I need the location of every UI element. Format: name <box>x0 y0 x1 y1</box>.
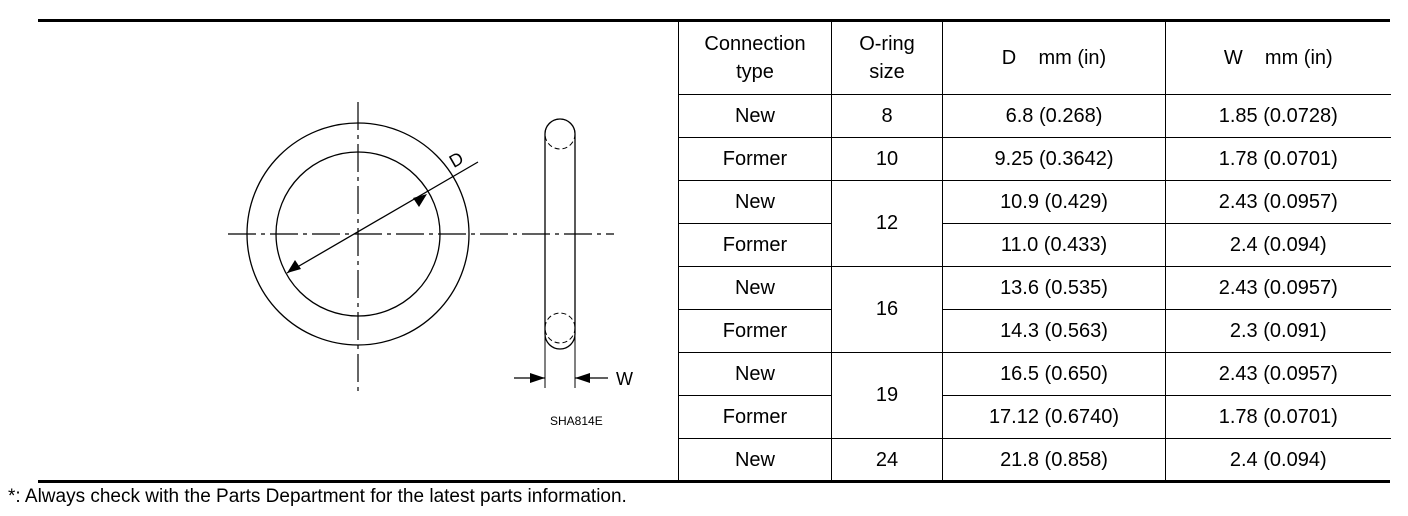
cell-w: 1.85 (0.0728) <box>1165 94 1391 138</box>
cell-type: New <box>678 180 832 224</box>
figure-code: SHA814E <box>550 414 603 428</box>
cell-d: 14.3 (0.563) <box>942 309 1166 353</box>
table-row: Former 10 9.25 (0.3642) 1.78 (0.0701) <box>678 137 1391 181</box>
cell-w: 2.4 (0.094) <box>1165 438 1391 481</box>
diameter-arrow-start <box>287 260 301 273</box>
header-w: W mm (in) <box>1165 22 1391 95</box>
header-d: D mm (in) <box>942 22 1166 95</box>
header-connection-type: Connection type <box>678 22 832 95</box>
table-row: New 8 6.8 (0.268) 1.85 (0.0728) <box>678 94 1391 138</box>
table-row: Former 11.0 (0.433) 2.4 (0.094) <box>678 223 1391 267</box>
cell-size: 8 <box>831 94 943 138</box>
cell-d: 21.8 (0.858) <box>942 438 1166 481</box>
cell-d: 11.0 (0.433) <box>942 223 1166 267</box>
oring-drawing: D <box>228 102 614 394</box>
cell-w: 2.43 (0.0957) <box>1165 352 1391 396</box>
table-row: New 19 16.5 (0.650) 2.43 (0.0957) <box>678 352 1391 439</box>
side-view-bottom-cap <box>544 333 576 350</box>
cell-type: Former <box>678 395 832 439</box>
cell-d: 17.12 (0.6740) <box>942 395 1166 439</box>
table-row: New 12 10.9 (0.429) 2.43 (0.0957) <box>678 180 1391 267</box>
header-oring-size: O-ring size <box>831 22 943 95</box>
cell-w: 1.78 (0.0701) <box>1165 137 1391 181</box>
table-header-row: Connection type O-ring size D mm (in) W … <box>678 22 1391 95</box>
w-arrow-right <box>575 373 590 383</box>
cell-w: 2.43 (0.0957) <box>1165 266 1391 310</box>
side-view-top-cap <box>544 118 576 135</box>
side-view-top-section <box>544 118 576 150</box>
cell-type: Former <box>678 223 832 267</box>
oring-diagram: D W SHA814E <box>38 22 678 480</box>
table-row: New 16 13.6 (0.535) 2.43 (0.0957) <box>678 266 1391 353</box>
diameter-dimension-line <box>286 161 479 274</box>
cell-type: Former <box>678 309 832 353</box>
cell-d: 13.6 (0.535) <box>942 266 1166 310</box>
cell-d: 10.9 (0.429) <box>942 180 1166 224</box>
side-view-bottom-section <box>544 312 576 344</box>
cell-type: New <box>678 438 832 481</box>
oring-spec-table: Connection type O-ring size D mm (in) W … <box>678 22 1391 481</box>
diameter-arrow-end <box>413 194 427 207</box>
table-frame <box>38 19 1390 483</box>
table-row: New 24 21.8 (0.858) 2.4 (0.094) <box>678 438 1391 481</box>
cell-size: 19 <box>831 352 943 439</box>
cell-size: 12 <box>831 180 943 267</box>
cell-type: Former <box>678 137 832 181</box>
cell-size: 16 <box>831 266 943 353</box>
cell-w: 2.3 (0.091) <box>1165 309 1391 353</box>
d-dimension-label: D <box>446 148 467 172</box>
cell-d: 9.25 (0.3642) <box>942 137 1166 181</box>
table-row: Former 17.12 (0.6740) 1.78 (0.0701) <box>678 395 1391 439</box>
cell-type: New <box>678 266 832 310</box>
cell-size: 10 <box>831 137 943 181</box>
cell-d: 6.8 (0.268) <box>942 94 1166 138</box>
w-arrow-left <box>530 373 545 383</box>
cell-d: 16.5 (0.650) <box>942 352 1166 396</box>
w-dimension-label: W <box>616 369 633 389</box>
table-row: Former 14.3 (0.563) 2.3 (0.091) <box>678 309 1391 353</box>
cell-size: 24 <box>831 438 943 481</box>
cell-type: New <box>678 352 832 396</box>
footnote: *: Always check with the Parts Departmen… <box>8 486 627 507</box>
cell-w: 1.78 (0.0701) <box>1165 395 1391 439</box>
cell-type: New <box>678 94 832 138</box>
cell-w: 2.4 (0.094) <box>1165 223 1391 267</box>
cell-w: 2.43 (0.0957) <box>1165 180 1391 224</box>
